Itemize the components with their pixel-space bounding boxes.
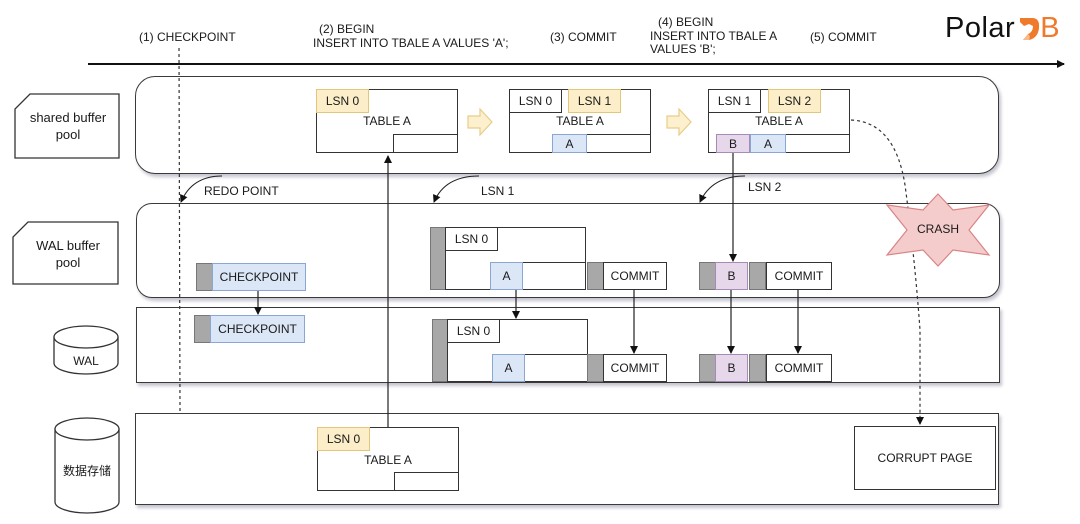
- record-header: [432, 319, 448, 382]
- step-4-sql-cont: VALUES 'B';: [650, 42, 716, 56]
- storage-disk-label: 数据存储: [62, 463, 111, 478]
- page-table-label: TABLE A: [363, 114, 411, 128]
- record-header: [194, 315, 211, 343]
- page-table-label: TABLE A: [556, 114, 604, 128]
- record-header: [196, 263, 213, 291]
- shared-buffer-label-card: [14, 93, 120, 159]
- transition-arrow-icon: [467, 107, 493, 137]
- corrupt-page[interactable]: CORRUPT PAGE: [854, 426, 996, 490]
- step-4-sql: INSERT INTO TBALE A: [650, 29, 778, 43]
- wal-buffer-label-line2: pool: [55, 255, 81, 270]
- shared-buffer-label-line2: pool: [55, 127, 81, 142]
- record-header: [699, 354, 716, 382]
- record-header: [749, 262, 766, 290]
- polardb-logo: Polar B: [945, 10, 1060, 46]
- page-old-lsn: LSN 1: [708, 89, 761, 113]
- step-2-label: (2) BEGIN: [319, 22, 375, 36]
- page-table-label: TABLE A: [755, 114, 803, 128]
- shared-buffer-label: shared buffer pool: [16, 95, 120, 157]
- row-a: A: [750, 134, 786, 153]
- page-empty-slot: [394, 472, 459, 491]
- step-4-label: (4) BEGIN: [658, 15, 714, 29]
- wal-disk-icon: [53, 325, 119, 375]
- step-1-label: (1) CHECKPOINT: [139, 30, 236, 44]
- logo-accent: B: [1040, 11, 1060, 44]
- record-header: [430, 227, 446, 290]
- record-lsn: LSN 0: [447, 319, 500, 343]
- page-empty-slot: [586, 134, 651, 153]
- wal-commit-record[interactable]: COMMIT: [766, 354, 832, 382]
- lsn2-arrow: [699, 175, 746, 203]
- page-lsn-badge: LSN 0: [316, 89, 369, 113]
- wal-commit-record[interactable]: COMMIT: [603, 354, 667, 382]
- row-b: B: [716, 134, 750, 153]
- page-empty-slot: [785, 134, 850, 153]
- wal-disk-label: WAL: [73, 354, 99, 368]
- record-lsn: LSN 0: [445, 227, 498, 251]
- transition-arrow-icon: [666, 107, 692, 137]
- step-5-label: (5) COMMIT: [810, 30, 877, 44]
- row-a: A: [492, 354, 525, 382]
- page-old-lsn: LSN 0: [509, 89, 562, 113]
- row-b[interactable]: B: [715, 354, 748, 382]
- lsn2-label: LSN 2: [748, 180, 782, 194]
- lsn1-label: LSN 1: [481, 184, 515, 198]
- page-empty-slot: [393, 134, 458, 153]
- shared-buffer-label-line1: shared buffer: [29, 110, 107, 125]
- redo-point-label: REDO POINT: [204, 184, 279, 198]
- page-lsn-badge: LSN 0: [317, 427, 370, 451]
- crash-star-icon: [885, 193, 991, 267]
- page-lsn-badge: LSN 1: [568, 89, 621, 113]
- page-lsn-badge: LSN 2: [768, 89, 821, 113]
- record-empty-slot: [522, 262, 586, 290]
- wal-buffer-label-line1: WAL buffer: [36, 238, 100, 253]
- record-header: [587, 262, 604, 290]
- record-header: [699, 262, 716, 290]
- record-header: [587, 354, 604, 382]
- crash-label: CRASH: [916, 222, 959, 236]
- step-2-sql: INSERT INTO TBALE A VALUES 'A';: [313, 36, 509, 50]
- logo-text: Polar: [945, 11, 1016, 44]
- wal-checkpoint-record[interactable]: CHECKPOINT: [210, 315, 305, 343]
- lsn1-arrow: [433, 175, 480, 203]
- record-empty-slot: [524, 354, 588, 382]
- wal-buffer-checkpoint-record[interactable]: CHECKPOINT: [212, 263, 306, 291]
- row-a: A: [490, 262, 523, 290]
- polar-bear-icon: [1020, 18, 1040, 40]
- wal-buffer-label-card: [12, 221, 119, 285]
- record-header: [749, 354, 766, 382]
- page-table-label: TABLE A: [364, 453, 412, 467]
- wal-buffer-label: WAL buffer pool: [18, 224, 118, 284]
- row-a: A: [552, 134, 587, 153]
- step-3-label: (3) COMMIT: [550, 30, 617, 44]
- wal-buffer-commit-record[interactable]: COMMIT: [603, 262, 667, 290]
- row-b[interactable]: B: [715, 262, 748, 290]
- wal-buffer-commit-record[interactable]: COMMIT: [766, 262, 832, 290]
- storage-disk-icon: [54, 417, 120, 514]
